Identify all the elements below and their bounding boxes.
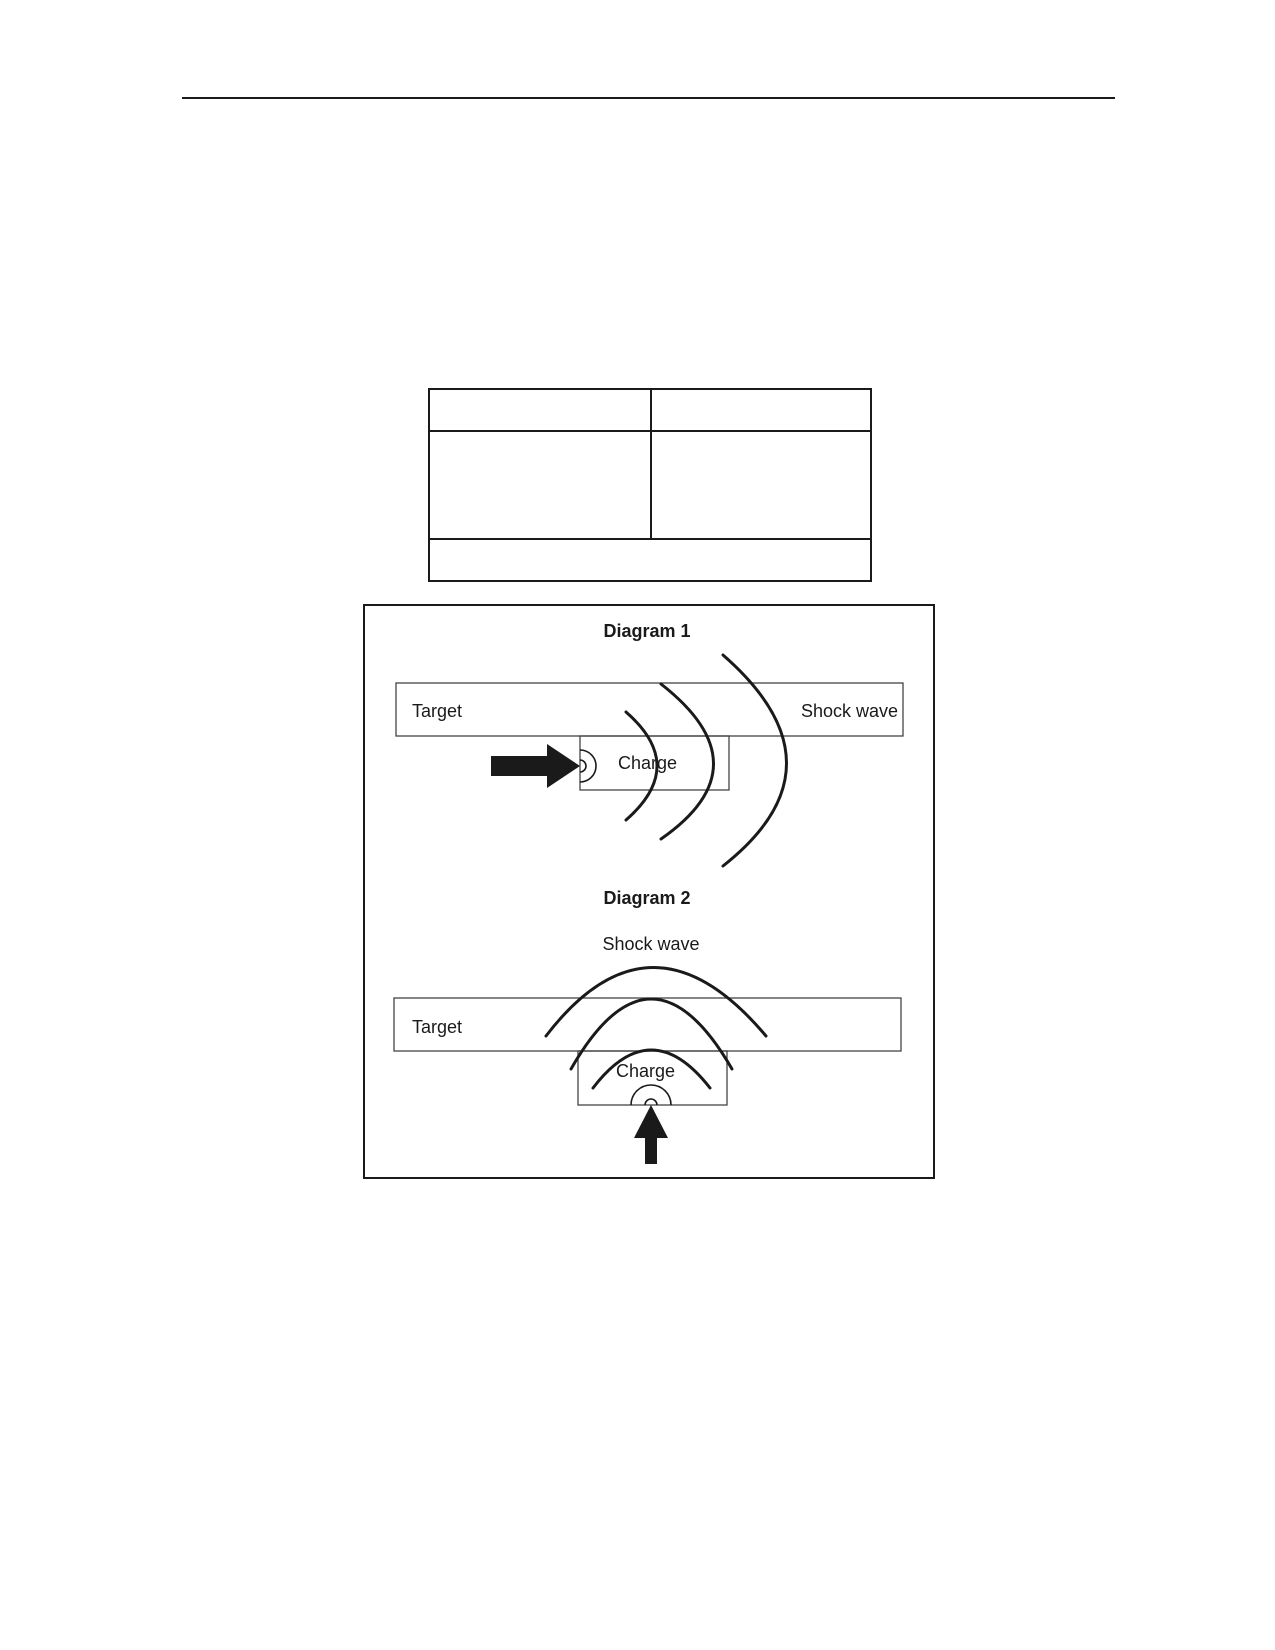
diagram-border <box>363 604 935 1179</box>
diagram-1-detonator-ring <box>579 749 597 783</box>
diagram-2-charge-label: Charge <box>616 1061 675 1081</box>
table-cell-footer <box>428 538 872 582</box>
diagram-1-detonator-core <box>579 759 587 773</box>
diagram-2-shock-wave-arc-inner <box>591 1048 712 1090</box>
diagram-2: Diagram 2 Shock wave Target Charge <box>393 888 902 1164</box>
table-cell-body-left <box>428 430 652 540</box>
diagram-1-shock-wave-arc-inner <box>624 710 659 822</box>
diagram-2-shock-wave-arc-outer <box>544 966 768 1038</box>
diagram-frame: Diagram 1 Target Shock wave Charge Diagr… <box>363 604 935 1179</box>
diagram-1-charge-label: Charge <box>618 753 677 773</box>
empty-table <box>428 388 872 582</box>
diagram-1-title: Diagram 1 <box>603 621 690 641</box>
diagram-2-shock-wave-label: Shock wave <box>602 934 699 954</box>
diagram-2-title: Diagram 2 <box>603 888 690 908</box>
table-cell-header-right <box>650 388 872 432</box>
diagram-2-shock-wave-arc-middle <box>569 997 734 1071</box>
table-cell-header-left <box>428 388 652 432</box>
diagram-2-detonator-ring <box>630 1084 672 1106</box>
diagram-1-shock-wave-arc-outer <box>721 653 788 868</box>
diagram-2-target-bar <box>393 997 902 1052</box>
diagram-1-charge-box <box>579 735 730 791</box>
diagram-2-initiation-arrow-icon <box>634 1105 668 1164</box>
diagram-1-shock-wave-arc-middle <box>659 682 715 841</box>
header-rule <box>182 97 1115 99</box>
diagram-1-initiation-arrow-icon <box>491 744 580 788</box>
diagram-1: Diagram 1 Target Shock wave Charge <box>395 621 904 868</box>
diagram-1-target-label: Target <box>412 701 462 721</box>
diagram-2-detonator-core <box>644 1098 658 1106</box>
diagram-1-shock-wave-label: Shock wave <box>801 701 898 721</box>
table-cell-body-right <box>650 430 872 540</box>
diagram-2-target-label: Target <box>412 1017 462 1037</box>
